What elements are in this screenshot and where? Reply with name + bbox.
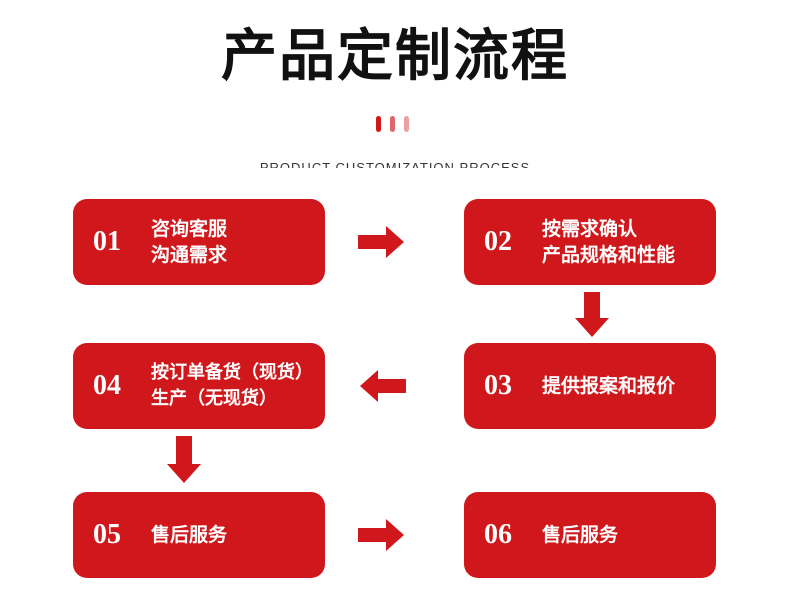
step-line: 产品规格和性能 [542, 244, 676, 266]
arrow-right-icon [358, 519, 404, 551]
step-box-03: 03 提供报案和报价 [464, 343, 716, 429]
step-line: 按需求确认 [542, 218, 638, 240]
step-text: 售后服务 [151, 522, 227, 548]
step-line: 沟通需求 [151, 244, 228, 266]
step-line: 售后服务 [542, 524, 619, 546]
page-title: 产品定制流程 [221, 24, 569, 89]
step-text: 咨询客服 沟通需求 [151, 216, 227, 268]
step-number: 03 [484, 370, 512, 401]
step-line: 咨询客服 [151, 218, 228, 240]
step-box-04: 04 按订单备货（现货） 生产（无现货） [73, 343, 325, 429]
step-number: 06 [484, 519, 512, 550]
step-box-02: 02 按需求确认 产品规格和性能 [464, 199, 716, 285]
step-text: 提供报案和报价 [542, 373, 675, 399]
step-text: 按订单备货（现货） 生产（无现货） [151, 360, 313, 412]
title-decoration [373, 116, 417, 132]
arrow-down-icon [575, 292, 609, 337]
decor-bar-1 [376, 116, 381, 132]
decor-bar-2 [390, 116, 395, 132]
step-number: 05 [93, 519, 121, 550]
step-line: 提供报案和报价 [542, 375, 676, 397]
step-number: 01 [93, 226, 121, 257]
arrow-down-icon [167, 436, 201, 483]
step-line: 按订单备货（现货） [151, 362, 313, 383]
decor-bar-3 [404, 116, 409, 132]
step-text: 按需求确认 产品规格和性能 [542, 216, 675, 268]
step-box-06: 06 售后服务 [464, 492, 716, 578]
subtitle: PRODUCT CUSTOMIZATION PROCESS [259, 160, 531, 168]
step-line: 生产（无现货） [151, 388, 277, 409]
step-number: 04 [93, 370, 121, 401]
arrow-left-icon [360, 370, 406, 402]
step-box-01: 01 咨询客服 沟通需求 [73, 199, 325, 285]
step-line: 售后服务 [151, 524, 228, 546]
step-box-05: 05 售后服务 [73, 492, 325, 578]
arrow-right-icon [358, 226, 404, 258]
step-text: 售后服务 [542, 522, 618, 548]
step-number: 02 [484, 226, 512, 257]
